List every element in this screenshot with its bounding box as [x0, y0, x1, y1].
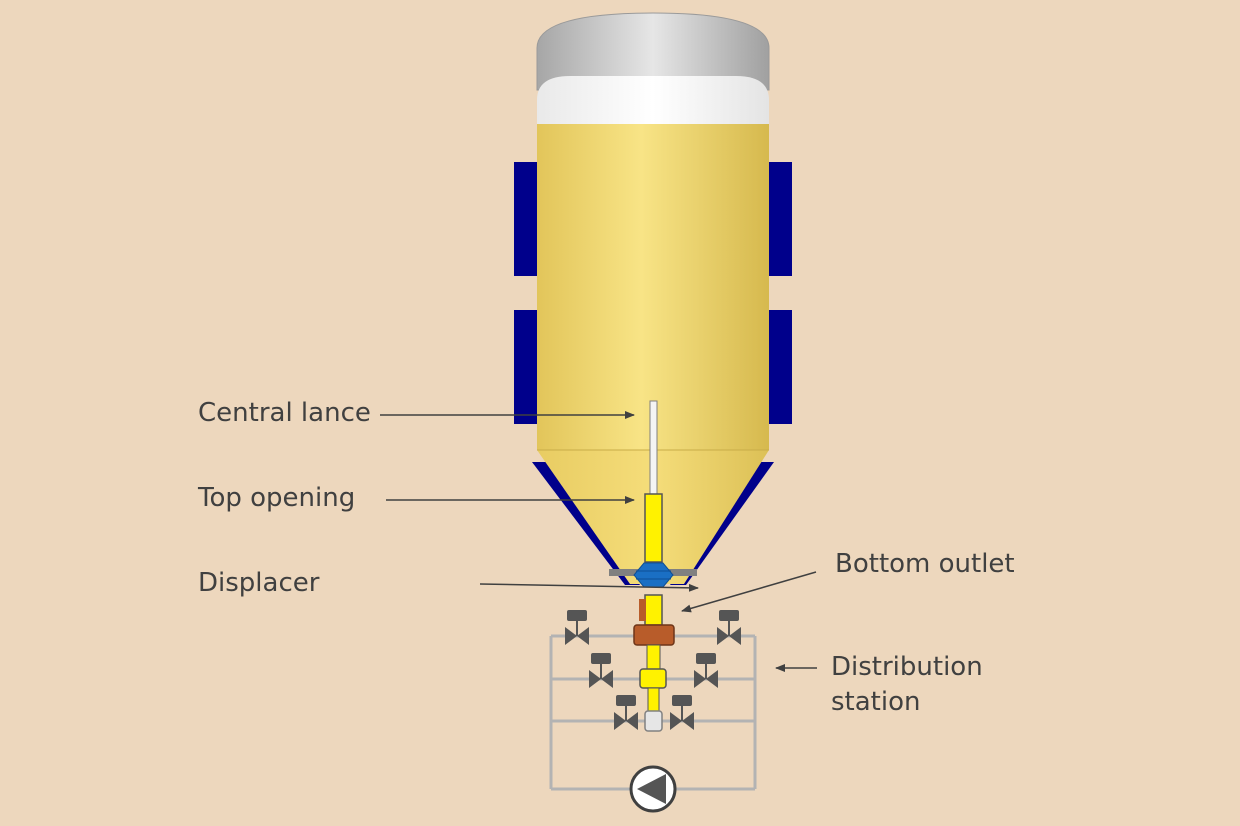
- bottom-outlet-valve: [639, 599, 646, 621]
- jacket-left-upper: [514, 162, 538, 276]
- label-top-opening: Top opening: [198, 483, 356, 513]
- pump-icon[interactable]: [629, 765, 677, 813]
- valve-icon[interactable]: [694, 653, 718, 688]
- label-displacer: Displacer: [198, 568, 320, 598]
- valve-icon[interactable]: [717, 610, 741, 645]
- label-central-lance: Central lance: [198, 398, 371, 428]
- tank-dome: [536, 12, 770, 91]
- valve-icon[interactable]: [589, 653, 613, 688]
- callout-arrows: [380, 411, 817, 672]
- lance-end-cap: [644, 710, 663, 732]
- label-bottom-outlet: Bottom outlet: [835, 549, 1015, 579]
- central-lance-rod: [649, 400, 658, 498]
- lance-upper-segment: [644, 493, 663, 563]
- tank-headspace: [537, 76, 769, 124]
- valve-icon[interactable]: [670, 695, 694, 730]
- label-distribution-station: Distribution station: [831, 652, 983, 717]
- jacket-right-lower: [768, 310, 792, 424]
- tank-product: [537, 124, 769, 450]
- lance-lower-segment: [644, 594, 663, 626]
- valve-icon[interactable]: [614, 695, 638, 730]
- valves: [565, 610, 741, 730]
- bottom-outlet-block: [633, 624, 675, 646]
- arrow-icon: [479, 583, 699, 592]
- jacket-left-lower: [514, 310, 538, 424]
- lance-coupling: [639, 668, 667, 689]
- arrow-icon: [681, 571, 817, 613]
- valve-icon[interactable]: [565, 610, 589, 645]
- lance-stem: [646, 644, 661, 671]
- jacket-right-upper: [768, 162, 792, 276]
- lance-stem-lower: [647, 687, 660, 713]
- central-lance-assembly: [633, 400, 675, 732]
